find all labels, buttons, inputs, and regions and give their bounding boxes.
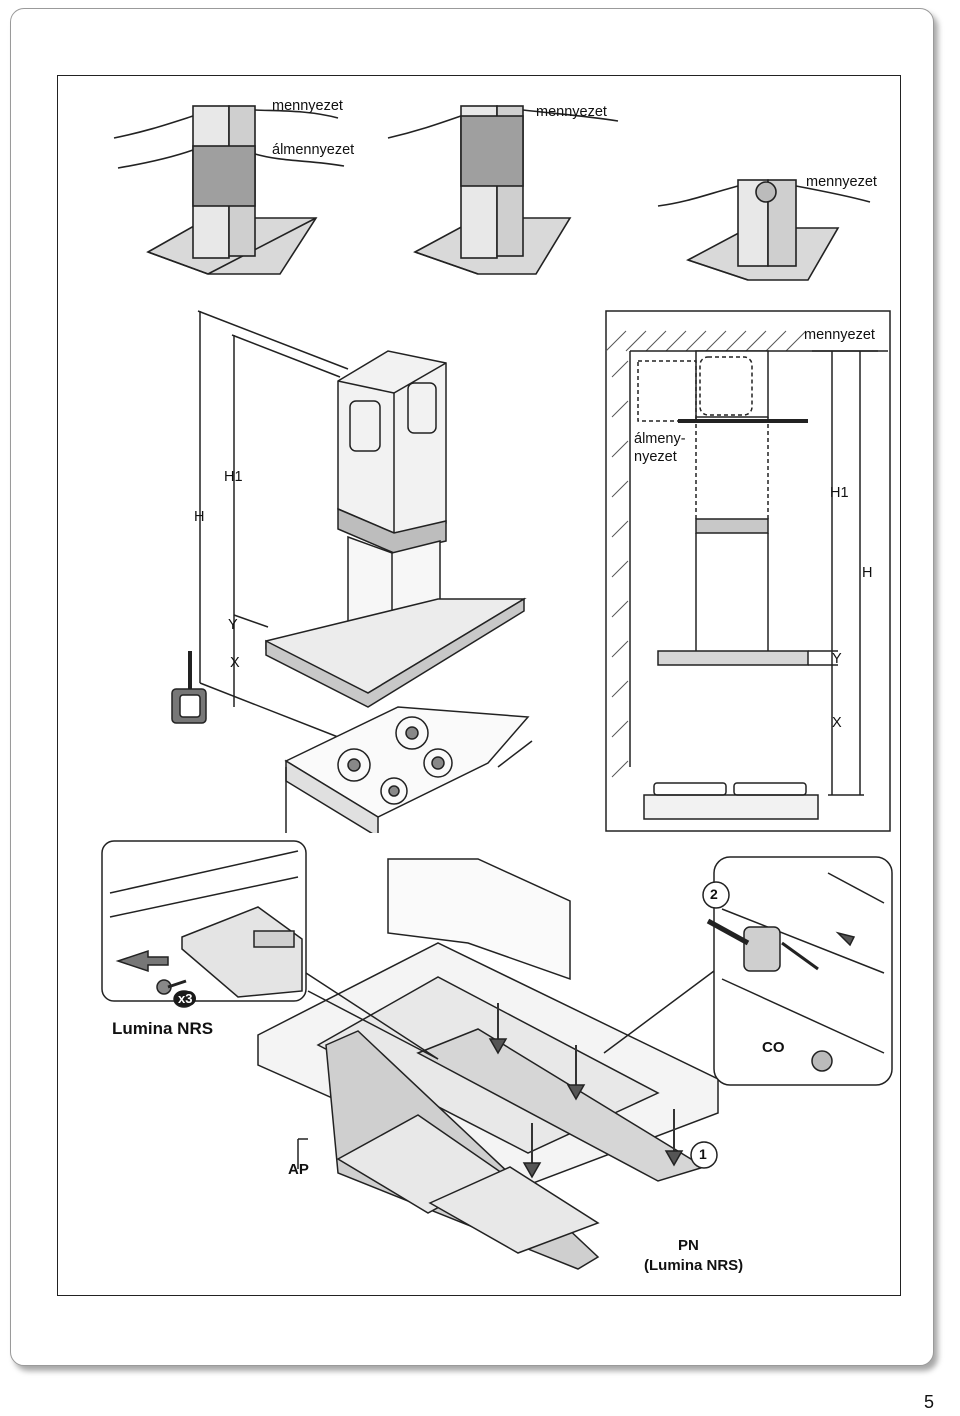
b1-filter-removal-drawing xyxy=(101,840,893,1270)
label-ceiling-1: mennyezet xyxy=(272,98,343,114)
label-h: H xyxy=(194,509,205,525)
page-sheet: mennyezet álmennyezet mennyezet mennyeze… xyxy=(10,8,934,1366)
label-ap: AP xyxy=(288,1161,309,1178)
step-2-number: 2 xyxy=(710,886,718,902)
label-side-y: Y xyxy=(832,651,842,667)
label-h1: H1 xyxy=(224,469,243,485)
label-false-ceiling-1: álmennyezet xyxy=(272,142,355,158)
label-side-ceiling: mennyezet xyxy=(804,327,875,343)
label-pn-sub: (Lumina NRS) xyxy=(644,1257,744,1274)
label-co: CO xyxy=(762,1039,785,1056)
label-side-x: X xyxy=(832,715,842,731)
label-pn: PN xyxy=(678,1237,699,1254)
step-1-number: 1 xyxy=(699,1146,707,1162)
label-side-h1: H1 xyxy=(830,485,849,501)
top-panel: mennyezet álmennyezet mennyezet mennyeze… xyxy=(57,75,901,299)
chimney-installations-drawing xyxy=(113,105,871,281)
inset-title-lumina-nrs: Lumina NRS xyxy=(112,1019,214,1038)
label-side-false-ceiling-1: álmeny- xyxy=(634,431,686,447)
label-side-h: H xyxy=(862,565,873,581)
label-y: Y xyxy=(228,617,238,633)
label-x: X xyxy=(230,655,240,671)
a1-hood-dimensions-drawing xyxy=(171,310,891,839)
b1-panel: x3 Lumina NRS 2 1 CO AP PN (Lumina NRS) xyxy=(57,833,901,1296)
page-number: 5 xyxy=(923,1392,934,1412)
label-ceiling-3: mennyezet xyxy=(806,174,877,190)
screw-count-badge: x3 xyxy=(174,991,197,1006)
a1-panel: H H1 Y X mennyezet álmeny- nyezet H1 H Y… xyxy=(57,297,901,839)
label-side-false-ceiling-2: nyezet xyxy=(634,449,677,465)
label-ceiling-2: mennyezet xyxy=(536,104,607,120)
